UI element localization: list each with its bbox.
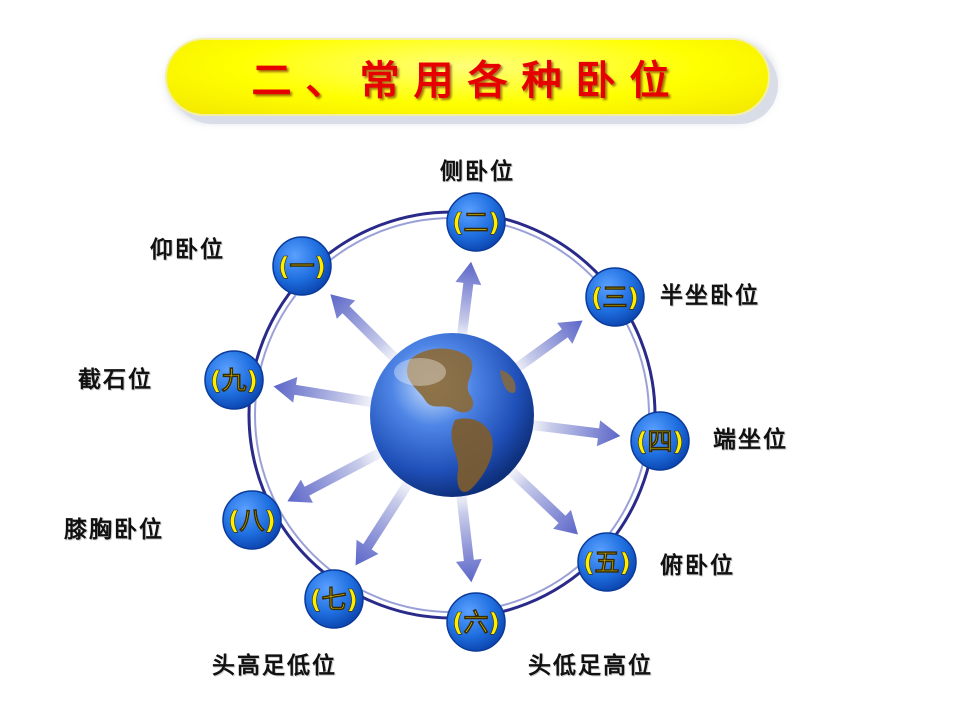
node-number: (六) xyxy=(452,608,500,637)
node-8: (八) xyxy=(222,490,282,550)
node-6: (六) xyxy=(446,592,506,652)
arrow-7 xyxy=(355,462,424,566)
node-number: (五) xyxy=(583,548,631,577)
node-circle xyxy=(204,350,264,410)
node-number: (九) xyxy=(210,366,258,395)
node-number: (七) xyxy=(310,585,358,614)
node-2: (二) xyxy=(446,192,506,252)
position-label: 侧卧位 xyxy=(440,159,515,185)
node-1: (一) xyxy=(272,236,332,296)
arrow-8 xyxy=(287,438,402,503)
position-label: 端坐位 xyxy=(713,427,788,453)
node-circle xyxy=(446,592,506,652)
node-number: (八) xyxy=(228,506,276,535)
position-label: 截石位 xyxy=(78,367,153,393)
position-label: 头低足高位 xyxy=(528,653,653,679)
node-number: (二) xyxy=(452,208,500,237)
node-3: (三) xyxy=(585,267,645,327)
position-label: 头高足低位 xyxy=(212,653,337,679)
node-circle xyxy=(222,490,282,550)
globe-icon xyxy=(370,333,534,497)
arrow-6 xyxy=(453,474,482,583)
position-label: 仰卧位 xyxy=(150,237,225,263)
arrow-9 xyxy=(273,376,394,411)
node-circle xyxy=(585,267,645,327)
node-5: (五) xyxy=(577,532,637,592)
position-label: 半坐卧位 xyxy=(660,283,760,309)
node-number: (一) xyxy=(278,252,326,281)
node-number: (三) xyxy=(591,283,639,312)
arrow-1 xyxy=(330,294,413,377)
arrow-4 xyxy=(510,417,621,447)
node-circle xyxy=(446,192,506,252)
position-label: 膝胸卧位 xyxy=(64,517,164,543)
node-9: (九) xyxy=(204,350,264,410)
node-number: (四) xyxy=(636,427,684,456)
node-circle xyxy=(272,236,332,296)
node-circle xyxy=(304,569,364,629)
position-label: 俯卧位 xyxy=(660,553,735,579)
page-title: 二、常用各种卧位 xyxy=(251,58,684,104)
title-banner: 二、常用各种卧位 xyxy=(165,38,770,116)
arrow-2 xyxy=(454,261,482,357)
arrow-5 xyxy=(492,452,578,535)
node-circle xyxy=(630,411,690,471)
node-4: (四) xyxy=(630,411,690,471)
node-circle xyxy=(577,532,637,592)
node-7: (七) xyxy=(304,569,364,629)
